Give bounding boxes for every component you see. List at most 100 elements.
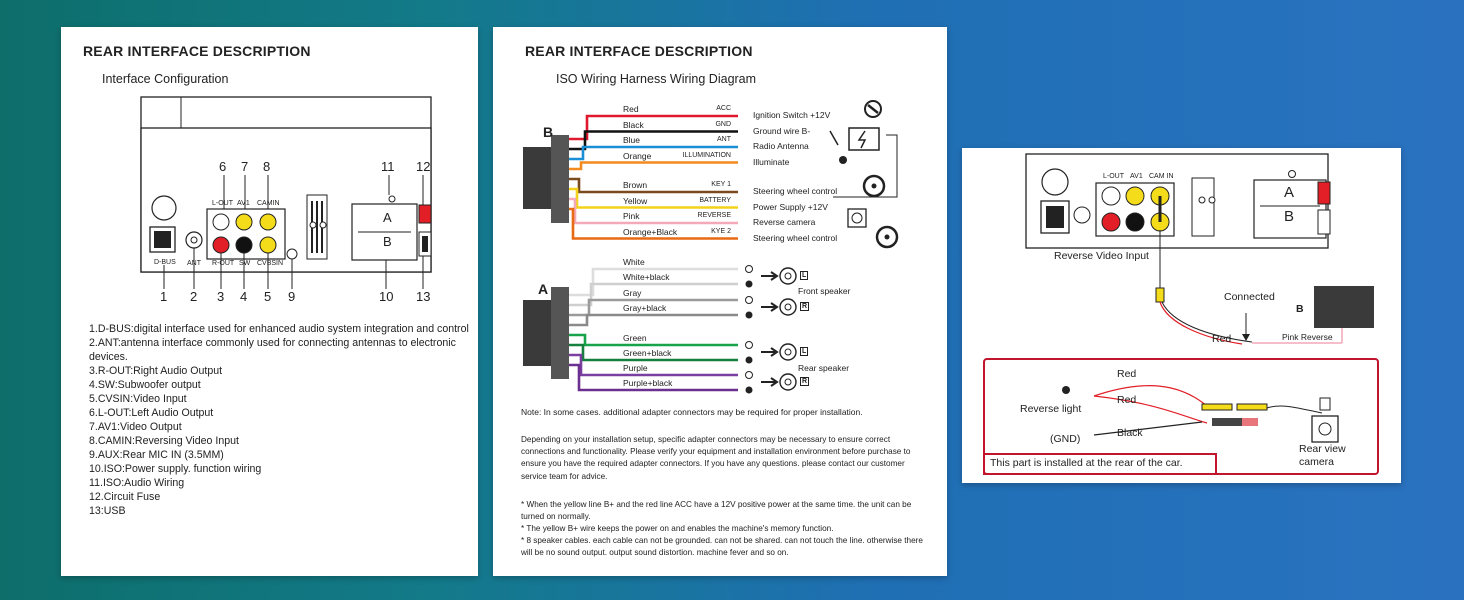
b-wire-name: Orange bbox=[623, 150, 652, 161]
b-wire-target: Radio Antenna bbox=[753, 141, 809, 151]
desc-item: 1.D-BUS:digital interface used for enhan… bbox=[89, 323, 469, 335]
label-camin: CAMIN bbox=[257, 200, 280, 207]
pink-reverse-label: Pink Reverse bbox=[1282, 332, 1333, 342]
a-wire-name: White bbox=[623, 257, 645, 267]
b-wire-pin: REVERSE bbox=[697, 212, 731, 219]
b-wire-name: Pink bbox=[623, 211, 640, 221]
b-wire-line bbox=[569, 197, 738, 225]
desc-item: 12.Circuit Fuse bbox=[89, 491, 161, 503]
iso-wiring-panel: REAR INTERFACE DESCRIPTION ISO Wiring Ha… bbox=[493, 27, 947, 576]
b-wire-name: Red bbox=[623, 104, 639, 114]
desc-item: 3.R-OUT:Right Audio Output bbox=[89, 365, 223, 377]
camera-label: camera bbox=[1299, 456, 1335, 468]
reverse-camera-panel: L-OUT AV1 CAM IN A B Reverse Video Input… bbox=[962, 148, 1401, 483]
iso-harness-diagram bbox=[523, 100, 899, 394]
b-wire-pin: BATTERY bbox=[699, 196, 731, 204]
adapter-paragraph: Depending on your installation setup, sp… bbox=[521, 435, 911, 481]
b-wire-target: Illuminate bbox=[753, 156, 790, 167]
desc-item: 13:USB bbox=[89, 505, 126, 517]
interface-description-list: 1.D-BUS:digital interface used for enhan… bbox=[89, 322, 469, 518]
b-wire-pin: KYE 2 bbox=[711, 227, 731, 235]
callout-11: 11 bbox=[381, 159, 395, 174]
callout-12: 12 bbox=[416, 159, 431, 174]
desc-item: 2.ANT:antenna interface commonly used fo… bbox=[89, 337, 456, 363]
bullet-2: * The yellow B+ wire keeps the power on … bbox=[521, 524, 834, 533]
b-wire-line bbox=[569, 177, 738, 194]
a-wire-line bbox=[569, 353, 738, 377]
iso-label-b: B bbox=[383, 234, 392, 249]
a-wire-name: White+black bbox=[623, 272, 670, 282]
b-wire-name: Brown bbox=[623, 180, 648, 190]
red-wire-label-top: Red bbox=[1212, 333, 1232, 345]
connector-b-block bbox=[523, 147, 551, 209]
label-cvbsin: CVBSIN bbox=[257, 260, 284, 267]
b-wire-line bbox=[569, 161, 738, 171]
a-wire-line bbox=[569, 298, 738, 317]
p3-label-camin: CAM IN bbox=[1149, 173, 1174, 180]
rear-view-label: Rear view bbox=[1299, 443, 1346, 455]
a-wire-name: Purple bbox=[623, 363, 648, 373]
b-wire-pin: GND bbox=[715, 120, 731, 128]
a-wire-name: Purple+black bbox=[623, 378, 673, 388]
reverse-video-input-label: Reverse Video Input bbox=[1054, 250, 1149, 262]
panel1-heading: REAR INTERFACE DESCRIPTION bbox=[83, 43, 311, 59]
callout-13: 13 bbox=[416, 289, 431, 304]
rear-installation-note: This part is installed at the rear of th… bbox=[990, 457, 1183, 469]
front-speaker-label: Front speaker bbox=[798, 286, 851, 296]
desc-item: 7.AV1:Video Output bbox=[89, 421, 182, 433]
callout-6: 6 bbox=[219, 159, 227, 174]
b-wire-name: Orange+Black bbox=[623, 226, 678, 237]
b-wire-pin: ACC bbox=[716, 105, 731, 112]
connector-b-label: B bbox=[543, 124, 554, 140]
speaker-side-label: L bbox=[800, 347, 809, 356]
desc-item: 9.AUX:Rear MIC IN (3.5MM) bbox=[89, 449, 224, 461]
panel1-subtitle: Interface Configuration bbox=[102, 72, 229, 86]
callout-8: 8 bbox=[263, 159, 271, 174]
bullet-3: * 8 speaker cables. each cable can not b… bbox=[521, 536, 923, 558]
b-wire-name: Black bbox=[623, 119, 644, 130]
label-sw: SW bbox=[239, 260, 251, 267]
b-wire-target: Ignition Switch +12V bbox=[753, 110, 831, 120]
b-wire-pin: ILLUMINATION bbox=[682, 151, 732, 159]
callout-1: 1 bbox=[160, 289, 168, 304]
a-wire-line bbox=[569, 363, 738, 392]
p3-iso-b: B bbox=[1284, 208, 1295, 225]
b-wire-line bbox=[569, 130, 738, 151]
callout-2: 2 bbox=[190, 289, 198, 304]
p3-label-av1: AV1 bbox=[1130, 173, 1143, 180]
label-rout: R-OUT bbox=[212, 260, 235, 267]
speaker-side-label: L bbox=[800, 271, 809, 280]
a-wire-line bbox=[569, 282, 738, 307]
desc-item: 11.ISO:Audio Wiring bbox=[89, 477, 185, 489]
b-wire-line bbox=[569, 114, 738, 141]
label-ant: ANT bbox=[187, 260, 201, 267]
callout-10: 10 bbox=[379, 289, 394, 304]
gnd-label: (GND) bbox=[1050, 433, 1081, 445]
connected-label: Connected bbox=[1224, 291, 1275, 303]
red-wire-label-1: Red bbox=[1117, 368, 1137, 380]
interface-configuration-panel: REAR INTERFACE DESCRIPTION Interface Con… bbox=[61, 27, 478, 576]
a-wire-name: Green+black bbox=[623, 348, 672, 358]
b-wire-pin: ANT bbox=[717, 136, 731, 143]
a-wire-line bbox=[569, 343, 738, 362]
connector-a-block bbox=[523, 300, 551, 366]
speaker-side-label: R bbox=[800, 377, 810, 386]
desc-item: 5.CVSIN:Video Input bbox=[89, 393, 187, 405]
callout-3: 3 bbox=[217, 289, 225, 304]
p3-label-lout: L-OUT bbox=[1103, 173, 1124, 180]
a-wire-line bbox=[569, 333, 738, 347]
reverse-light-label: Reverse light bbox=[1020, 403, 1082, 415]
a-wire-name: Green bbox=[623, 333, 647, 343]
desc-item: 4.SW:Subwoofer output bbox=[89, 379, 201, 391]
a-wire-name: Gray+black bbox=[623, 303, 667, 313]
a-wire-line bbox=[569, 267, 738, 297]
reverse-camera-diagram bbox=[983, 153, 1379, 475]
rear-speaker-label: Rear speaker bbox=[798, 363, 850, 373]
b-wire-target: Steering wheel control bbox=[753, 186, 838, 196]
b-wire-target: Steering wheel control bbox=[753, 232, 838, 243]
b-wire-target: Reverse camera bbox=[753, 217, 816, 227]
b-wire-target: Ground wire B- bbox=[753, 125, 811, 136]
speaker-side-label: R bbox=[800, 302, 810, 311]
b-wire-line bbox=[569, 207, 738, 240]
callout-7: 7 bbox=[241, 159, 249, 174]
